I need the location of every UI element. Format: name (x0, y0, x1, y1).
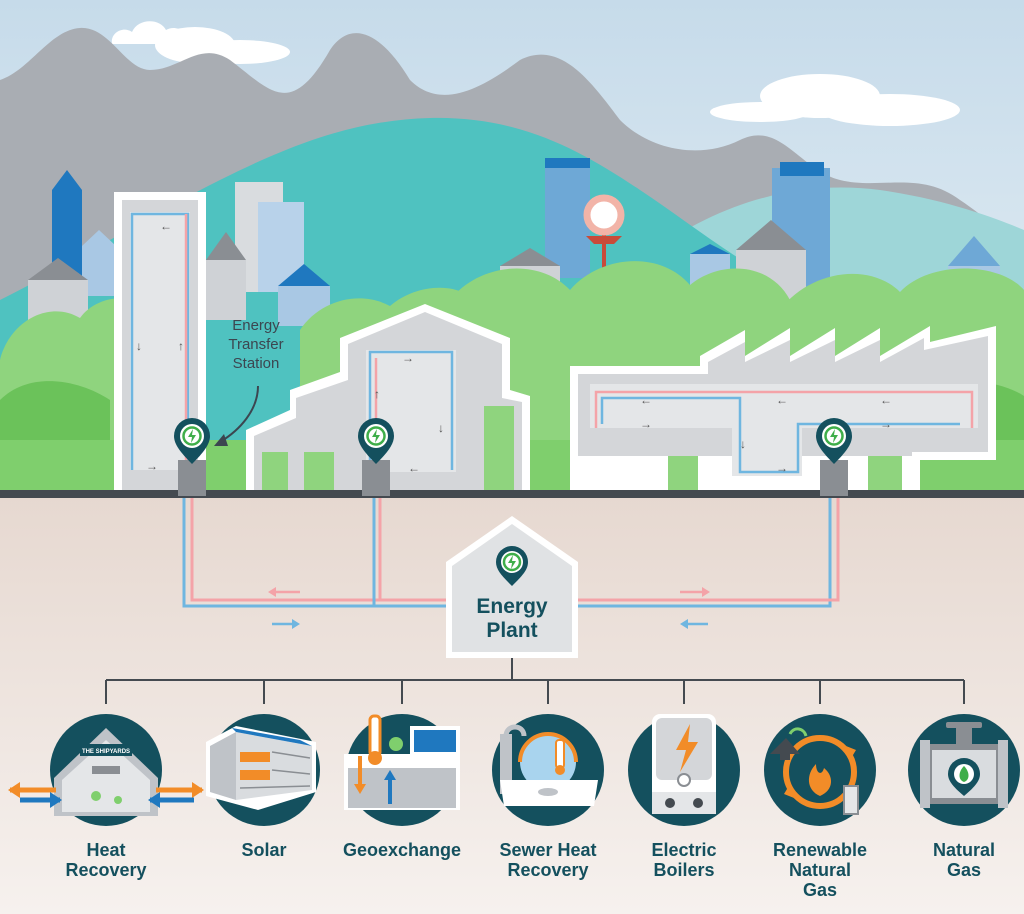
svg-text:←: ← (160, 219, 172, 233)
sewer-heat-recovery-label-line1: Sewer Heat (499, 840, 597, 860)
heat-recovery-label-line2: Recovery (65, 860, 147, 880)
svg-text:↑: ↑ (178, 339, 184, 353)
shipyards-sign: THE SHIPYARDS (82, 749, 130, 755)
renewable-natural-gas-label: Renewable Natural Gas (745, 840, 895, 900)
sewer-heat-recovery-label-line2: Recovery (507, 860, 589, 880)
distribution-pipes (182, 498, 840, 608)
svg-text:←: ← (640, 393, 652, 407)
q-sign-logo (583, 194, 625, 268)
ground-line (0, 490, 1024, 498)
factory-building: ← → ← ← → ↓ → (570, 326, 996, 492)
energy-transfer-station-label: Energy Transfer Station (206, 316, 306, 373)
renewable-natural-gas-label-line2: Natural (788, 860, 851, 880)
renewable-natural-gas-label-line1: Renewable (772, 840, 868, 860)
solar-label: Solar (189, 840, 339, 860)
energy-plant-title: Energy Plant (446, 595, 578, 643)
geoexchange-label-line1: Geoexchange (342, 840, 462, 860)
solar-icon (206, 714, 320, 826)
electric-boiler-icon (628, 714, 740, 826)
heat-recovery-icon: THE SHIPYARDS (8, 714, 204, 826)
svg-text:↓: ↓ (438, 421, 444, 435)
svg-text:→: → (402, 351, 414, 365)
station-label-line2: Transfer (228, 336, 284, 353)
natural-gas-icon (908, 714, 1020, 826)
energy-plant-title-line1: Energy (476, 595, 548, 618)
station-label-line3: Station (232, 355, 280, 372)
natural-gas-label-line1: Natural (932, 840, 995, 860)
svg-text:→: → (776, 461, 788, 475)
electric-boilers-label-line1: Electric (651, 840, 717, 860)
sewer-heat-recovery-label: Sewer Heat Recovery (473, 840, 623, 880)
svg-text:↓: ↓ (740, 437, 746, 451)
svg-text:↑: ↑ (374, 387, 380, 401)
energy-plant (446, 516, 578, 658)
station-pointer-arrow (219, 385, 259, 443)
station-label-line1: Energy (232, 317, 280, 334)
electric-boilers-label: Electric Boilers (609, 840, 759, 880)
energy-plant-title-line2: Plant (486, 619, 538, 642)
house-building: → ↑ ↓ ← (246, 304, 530, 492)
svg-text:→: → (880, 417, 892, 431)
natural-gas-label: Natural Gas (889, 840, 1024, 880)
pipe-flow-arrows (268, 587, 710, 629)
renewable-natural-gas-label-line3: Gas (802, 880, 838, 900)
svg-text:↓: ↓ (136, 339, 142, 353)
cloud-right (710, 74, 960, 126)
svg-text:→: → (146, 459, 158, 473)
electric-boilers-label-line2: Boilers (653, 860, 715, 880)
source-connector-lines (105, 658, 965, 704)
solar-label-line1: Solar (241, 840, 287, 860)
natural-gas-label-line2: Gas (946, 860, 982, 880)
svg-text:←: ← (880, 393, 892, 407)
svg-text:←: ← (776, 393, 788, 407)
geoexchange-label: Geoexchange (327, 840, 477, 860)
renewable-natural-gas-icon (764, 714, 876, 826)
heat-recovery-label-line1: Heat (86, 840, 126, 860)
sewer-heat-recovery-icon (492, 714, 604, 826)
heat-recovery-label: Heat Recovery (31, 840, 181, 880)
svg-text:←: ← (408, 461, 420, 475)
svg-text:→: → (640, 417, 652, 431)
geoexchange-icon (344, 714, 460, 826)
